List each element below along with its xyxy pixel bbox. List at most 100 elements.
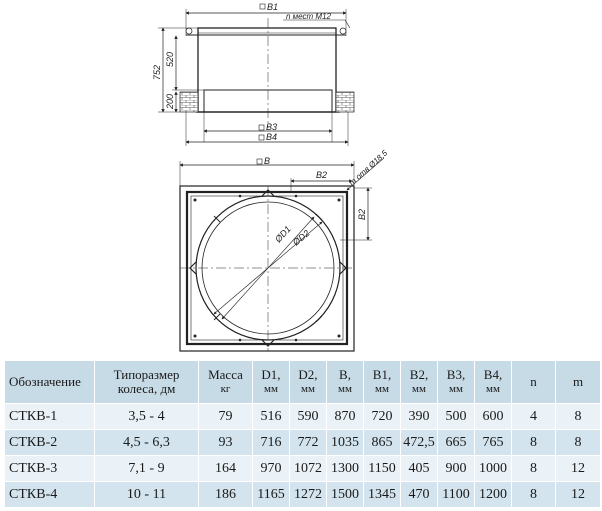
column-header-unit: мм (486, 383, 500, 395)
table-cell: 4 (511, 403, 556, 430)
table-cell: 1272 (289, 481, 327, 508)
label-height-total: 752 (152, 65, 162, 80)
table-cell: 186 (198, 481, 253, 508)
elevation-view (158, 9, 355, 146)
table-cell: 970 (252, 455, 290, 482)
label-b1: B1 (267, 2, 278, 12)
table-cell: 720 (363, 403, 401, 430)
table-cell: 93 (198, 429, 253, 456)
column-header: D2,мм (289, 360, 327, 404)
column-header-label: B, (339, 367, 351, 382)
column-header-label: D1, (261, 367, 281, 382)
table-cell: 716 (252, 429, 290, 456)
label-height-lower: 200 (165, 94, 175, 110)
table-cell: 1072 (289, 455, 327, 482)
column-header: Обозначение (4, 360, 95, 404)
table-cell: 8 (511, 429, 556, 456)
table-cell: 1000 (474, 455, 512, 482)
column-header-unit: мм (375, 383, 389, 395)
column-header: m (555, 360, 601, 404)
label-d2: ØD2 (290, 228, 311, 248)
table-cell: 600 (474, 403, 512, 430)
table-cell: 164 (198, 455, 253, 482)
column-header-label: m (572, 374, 584, 389)
table-cell: 7,1 - 9 (94, 455, 199, 482)
table-cell: 8 (555, 429, 601, 456)
column-header-unit: мм (301, 383, 315, 395)
column-header: B1,мм (363, 360, 401, 404)
table-cell: 1100 (437, 481, 475, 508)
column-header-label: B4, (483, 367, 503, 382)
column-header-label: B1, (372, 367, 392, 382)
label-holes-m12: n мест М12 (286, 12, 332, 21)
column-header: B4,мм (474, 360, 512, 404)
label-height-upper: 520 (165, 52, 175, 67)
table-cell: 1165 (252, 481, 290, 508)
label-holes-d185: m отв Ø18,5 (347, 148, 389, 187)
table-cell: 870 (326, 403, 364, 430)
label-b2-top: B2 (316, 170, 327, 180)
column-header: n (511, 360, 556, 404)
table-cell: 772 (289, 429, 327, 456)
column-header-label: B3, (446, 367, 466, 382)
table-cell: 12 (555, 481, 601, 508)
table-cell: 12 (555, 455, 601, 482)
column-header-unit: мм (449, 383, 463, 395)
column-header-label: n (530, 374, 537, 389)
plan-view (179, 157, 385, 352)
table-cell: 8 (555, 403, 601, 430)
table-cell: 4,5 - 6,3 (94, 429, 199, 456)
table-cell: 590 (289, 403, 327, 430)
table-cell: 1150 (363, 455, 401, 482)
table-cell: 405 (400, 455, 438, 482)
table-cell: 865 (363, 429, 401, 456)
elevation-labels: B1 n мест М12 752 520 200 B3 B4 (152, 2, 332, 142)
table-cell: 1300 (326, 455, 364, 482)
table-cell: СТКВ-1 (4, 403, 95, 430)
column-header-label: B2, (409, 367, 429, 382)
table-cell: 900 (437, 455, 475, 482)
table-cell: 79 (198, 403, 253, 430)
table-cell: 500 (437, 403, 475, 430)
table-cell: СТКВ-4 (4, 481, 95, 508)
column-header-label: D2, (298, 367, 318, 382)
table-cell: 470 (400, 481, 438, 508)
table-cell: 8 (511, 455, 556, 482)
column-header-unit: мм (412, 383, 426, 395)
column-header-unit: кг (220, 383, 231, 395)
plan-labels: B B2 B2 m отв Ø18,5 ØD1 ØD2 (256, 148, 390, 248)
plan-holes (193, 194, 341, 342)
table-cell: 765 (474, 429, 512, 456)
column-header-label: Обозначение (9, 374, 81, 389)
column-header: Типоразмер колеса, дм (94, 360, 199, 404)
table-cell: 390 (400, 403, 438, 430)
table-cell: 516 (252, 403, 290, 430)
technical-drawing: B1 n мест М12 752 520 200 B3 B4 (152, 2, 390, 352)
label-d1: ØD1 (272, 224, 292, 245)
table-cell: 3,5 - 4 (94, 403, 199, 430)
table-cell: СТКВ-3 (4, 455, 95, 482)
table-cell: СТКВ-2 (4, 429, 95, 456)
table-cell: 1500 (326, 481, 364, 508)
column-header-label: Масса (208, 367, 243, 382)
table-cell: 1345 (363, 481, 401, 508)
table-cell: 1035 (326, 429, 364, 456)
column-header-label: Типоразмер колеса, дм (113, 367, 180, 396)
column-header: B3,мм (437, 360, 475, 404)
column-header-unit: мм (264, 383, 278, 395)
table-cell: 665 (437, 429, 475, 456)
table-cell: 10 - 11 (94, 481, 199, 508)
label-b2-side: B2 (357, 209, 367, 220)
table-cell: 472,5 (400, 429, 438, 456)
column-header: D1,мм (252, 360, 290, 404)
column-header: B2,мм (400, 360, 438, 404)
column-header: B,мм (326, 360, 364, 404)
table-cell: 1200 (474, 481, 512, 508)
